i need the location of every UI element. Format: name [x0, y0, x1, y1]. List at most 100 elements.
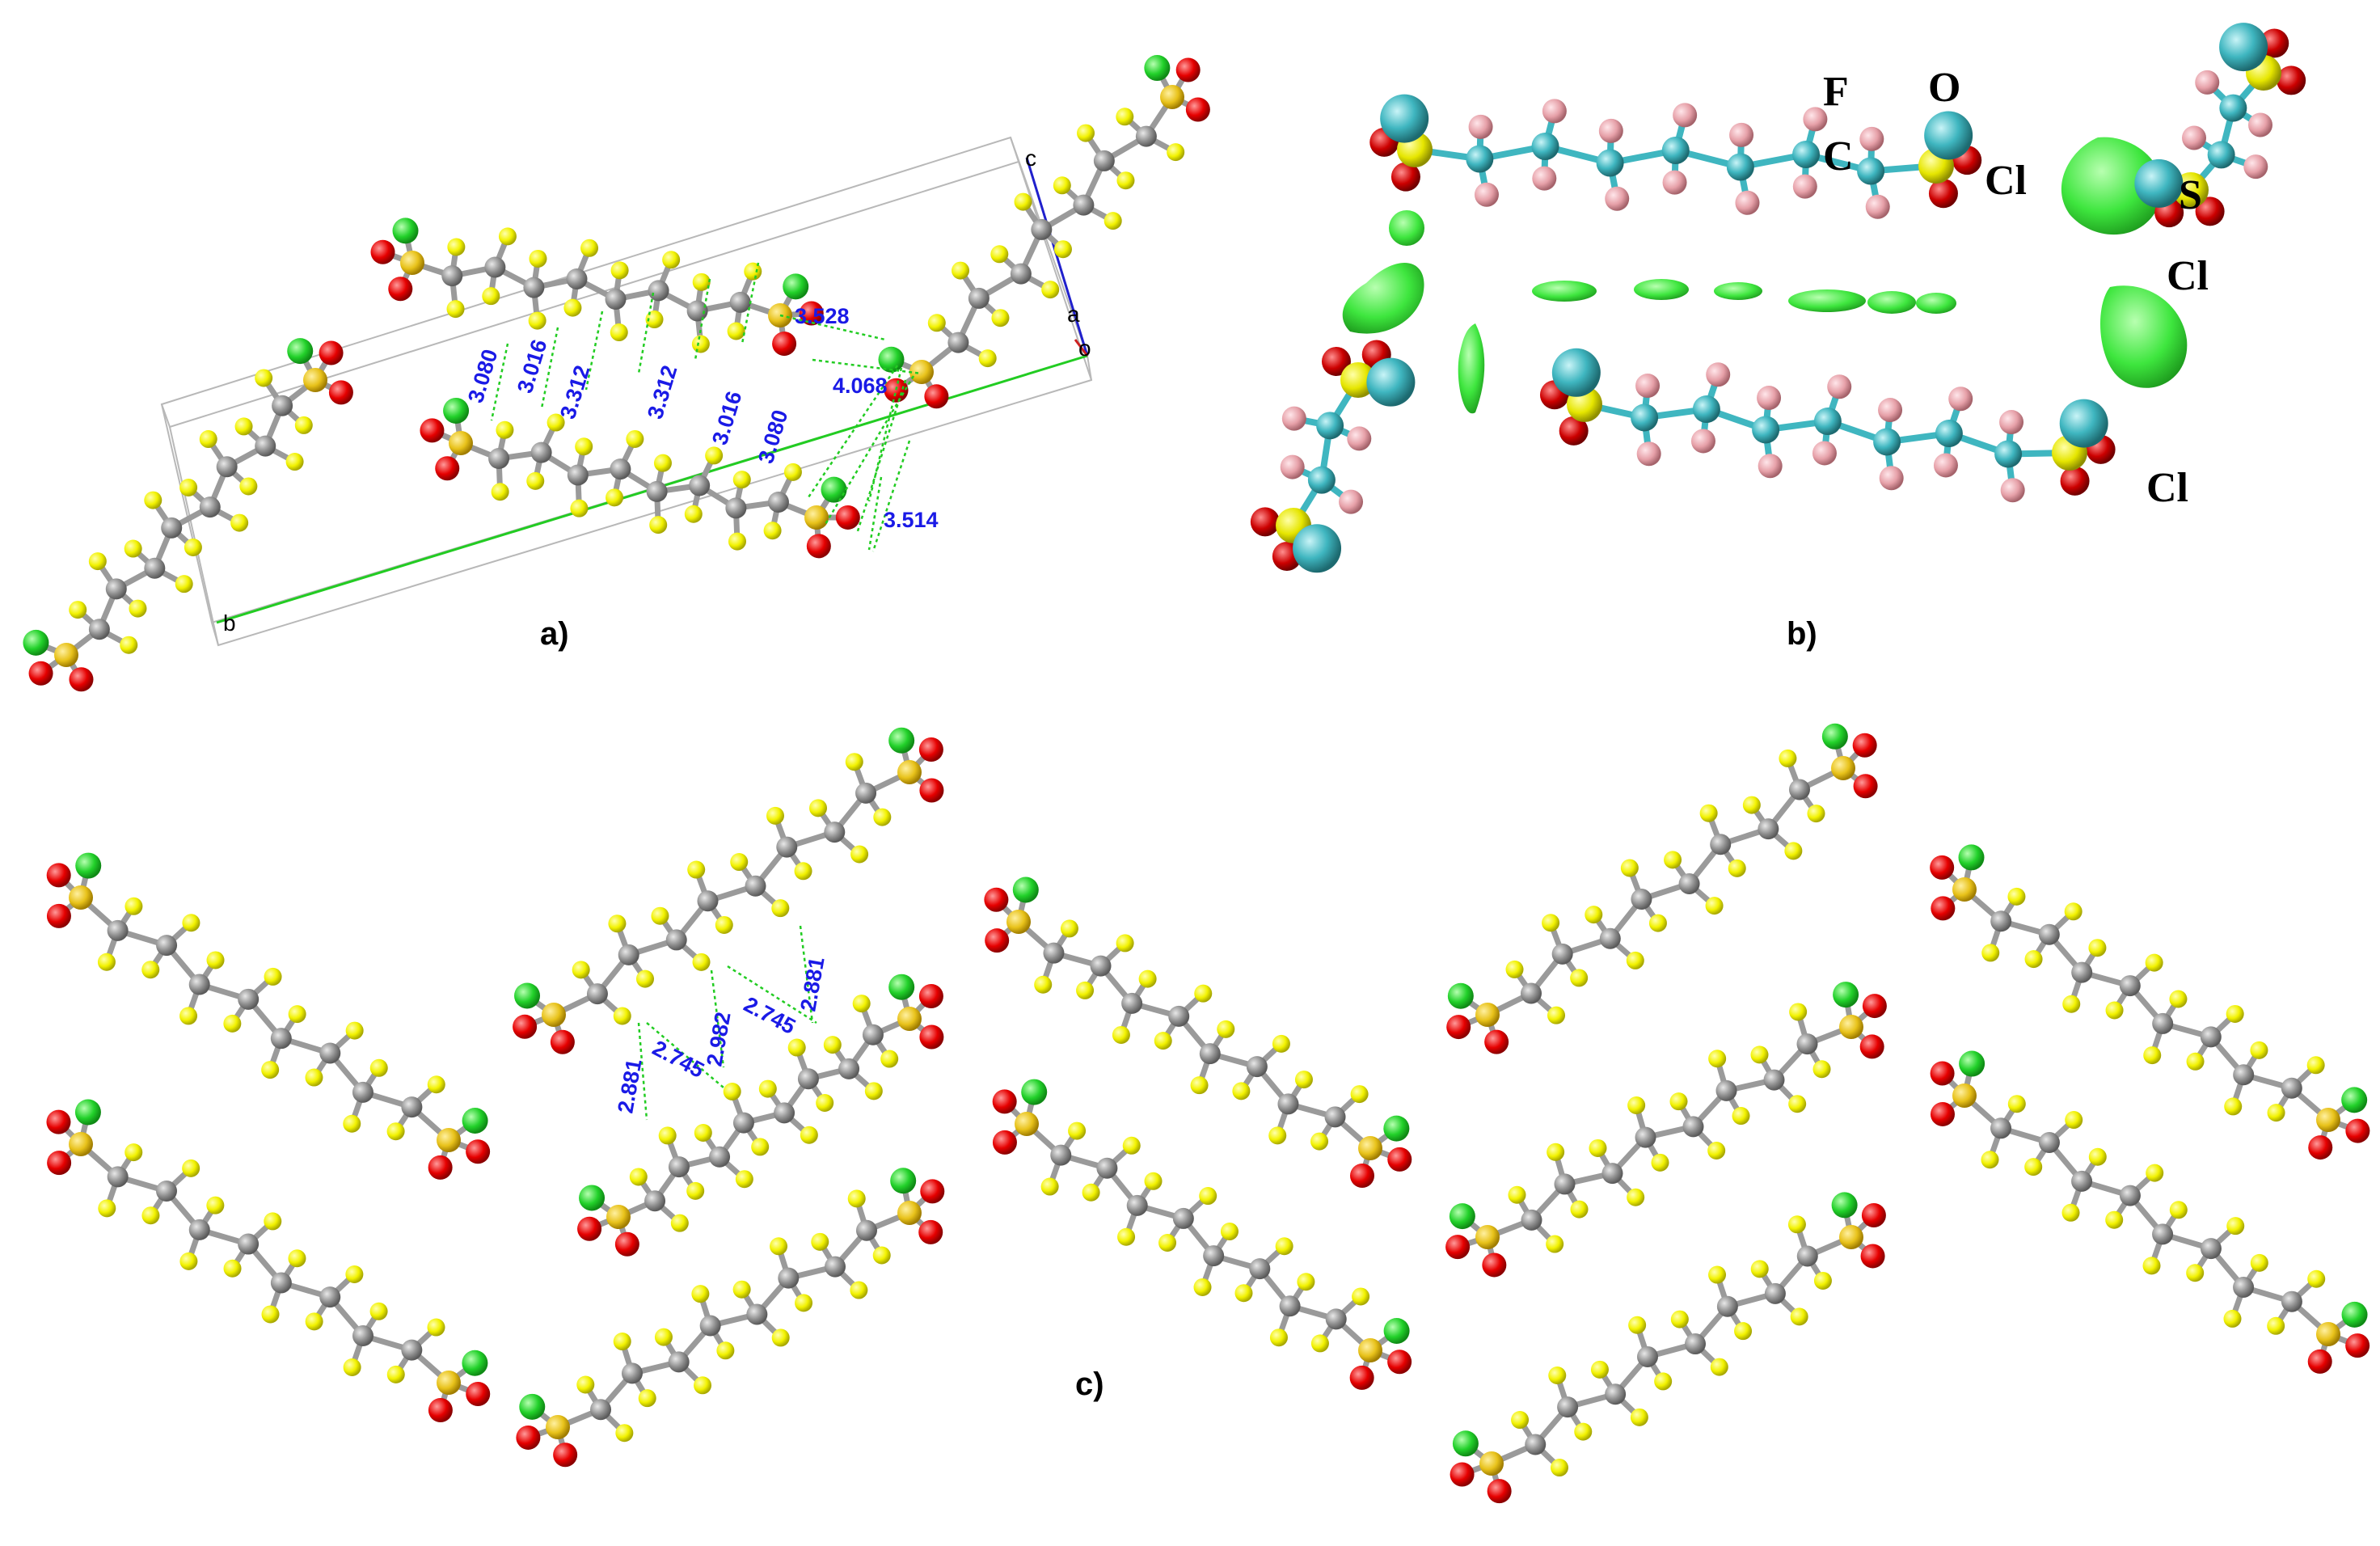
oxygen-atom — [1450, 1462, 1475, 1487]
oxygen-atom — [806, 534, 831, 559]
carbon-atom — [270, 1028, 292, 1050]
fluorine-atom — [2142, 1257, 2161, 1275]
fluorine-atom — [847, 1189, 866, 1208]
fluorine-atom — [223, 1014, 242, 1033]
fluorine-atom — [816, 1093, 834, 1112]
carbon-atom — [1726, 153, 1754, 181]
fluorine-atom — [608, 915, 627, 933]
carbon-atom — [1090, 955, 1112, 977]
chlorine-atom — [783, 273, 809, 300]
sulfur-atom — [1952, 1083, 1977, 1108]
carbon-atom — [2152, 1223, 2174, 1245]
carbon-atom — [1596, 149, 1624, 177]
chlorine-atom — [2134, 158, 2184, 208]
carbon-atom — [188, 974, 210, 995]
fluorine-atom — [1630, 1408, 1648, 1426]
carbon-atom — [1631, 889, 1652, 910]
fluorine-atom — [1103, 212, 1122, 230]
fluorine-atom — [182, 914, 200, 932]
molecule — [370, 218, 824, 357]
fluorine-atom — [751, 1138, 770, 1156]
fluorine-atom — [2065, 1111, 2083, 1130]
molecule — [878, 55, 1210, 409]
fluorine-atom — [69, 601, 87, 619]
fluorine-atom — [2169, 1201, 2188, 1219]
fluorine-atom — [1232, 1082, 1251, 1100]
carbon-atom — [1792, 141, 1821, 169]
carbon-atom — [797, 1068, 819, 1090]
fluorine-atom — [2186, 1264, 2205, 1282]
chlorine-atom — [1958, 844, 1985, 871]
fluorine-atom — [1190, 1076, 1209, 1095]
molecule — [420, 397, 860, 559]
fluorine-atom — [124, 897, 143, 915]
oxygen-atom — [919, 1024, 944, 1050]
molecule — [1450, 1192, 1886, 1504]
fluorine-atom — [1034, 975, 1053, 994]
carbon-atom — [1796, 1245, 1818, 1267]
fluorine-atom — [1699, 804, 1718, 822]
chlorine-atom — [443, 397, 470, 424]
sulfur-atom — [606, 1205, 631, 1229]
chlorine-atom — [1383, 1317, 1410, 1344]
carbon-atom — [1857, 157, 1885, 185]
fluorine-atom — [670, 1214, 689, 1232]
fluorine-atom — [1193, 1278, 1212, 1296]
fluorine-atom — [1310, 1334, 1329, 1353]
fluorine-atom — [1117, 1227, 1136, 1246]
fluorine-atom — [927, 314, 946, 332]
carbon-atom — [1050, 1144, 1072, 1166]
chlorine-atom — [821, 476, 847, 503]
fluorine-atom — [1570, 969, 1589, 987]
fluorine-atom — [771, 899, 790, 918]
fluorine-atom — [1234, 1284, 1253, 1303]
oxygen-atom — [799, 301, 824, 326]
panel-a-molecules — [23, 55, 1210, 692]
fluorine-atom — [1040, 1177, 1059, 1196]
fluorine-atom — [1598, 118, 1623, 143]
carbon-atom — [610, 458, 631, 480]
fluorine-atom — [1948, 386, 1973, 412]
chlorine-atom — [462, 1350, 488, 1376]
fluorine-atom — [1792, 174, 1817, 199]
fluorine-atom — [1154, 1032, 1172, 1050]
carbon-atom — [1994, 440, 2023, 468]
fluorine-atom — [615, 1424, 634, 1443]
fluorine-atom — [1707, 1141, 1726, 1160]
fluorine-atom — [872, 1246, 891, 1265]
carbon-atom — [646, 480, 668, 502]
carbon-atom — [689, 475, 711, 496]
fluorine-atom — [1879, 466, 1904, 491]
fluorine-atom — [2267, 1316, 2285, 1335]
fluorine-atom — [1112, 1025, 1130, 1044]
cell-axis-c-line — [1025, 157, 1089, 357]
oxygen-atom — [428, 1397, 453, 1422]
oxygen-atom — [835, 505, 860, 530]
panel-label-a: a) — [540, 616, 569, 652]
fluorine-atom — [1827, 374, 1852, 399]
carbon-atom — [1531, 133, 1559, 161]
carbon-atom — [488, 448, 510, 470]
fluorine-atom — [2000, 478, 2025, 503]
oxygen-atom — [388, 277, 413, 302]
atom-label-F: F — [1823, 69, 1849, 115]
fluorine-atom — [1742, 796, 1761, 814]
fluorine-atom — [1220, 1223, 1239, 1241]
fluorine-atom — [766, 806, 784, 825]
fluorine-atom — [1053, 176, 1071, 195]
fluorine-atom — [1803, 107, 1828, 132]
fluorine-atom — [691, 335, 710, 353]
carbon-atom — [401, 1339, 423, 1361]
fluorine-atom — [730, 853, 749, 872]
oxygen-atom — [918, 1219, 943, 1244]
sulfur-atom — [542, 1003, 566, 1027]
fluorine-atom — [305, 1312, 323, 1331]
cell-label-o: o — [1078, 336, 1091, 361]
carbon-atom — [1316, 412, 1344, 440]
carbon-atom — [1764, 1282, 1786, 1304]
panel-c-contacts — [637, 925, 817, 1121]
carbon-atom — [270, 1272, 292, 1294]
fluorine-atom — [1750, 1045, 1769, 1064]
fluorine-atom — [852, 995, 871, 1013]
carbon-atom — [1554, 1173, 1576, 1195]
